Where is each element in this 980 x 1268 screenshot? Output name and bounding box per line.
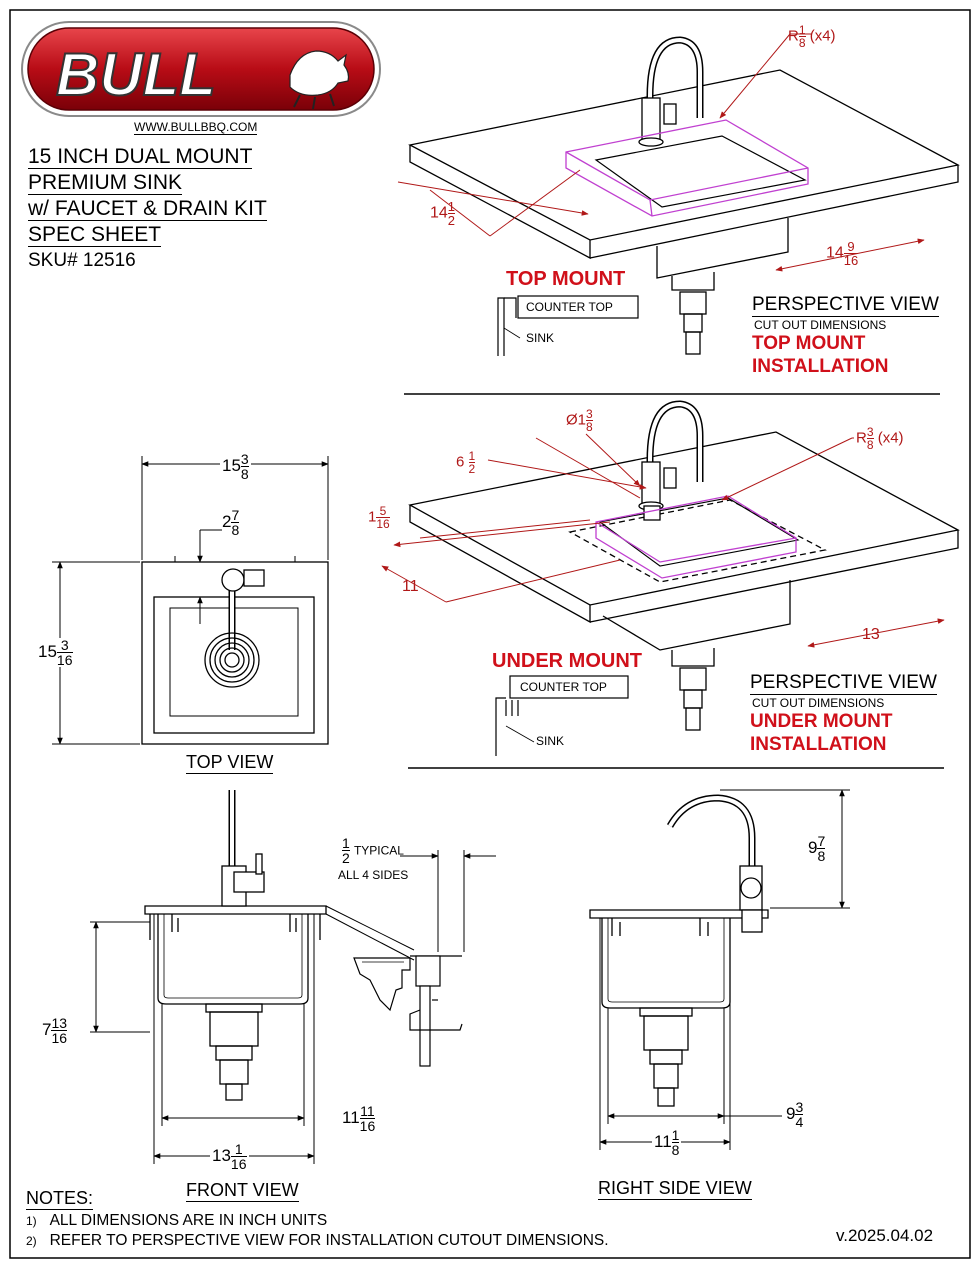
title-line-2: PREMIUM SINK bbox=[28, 171, 183, 195]
notes-heading: NOTES: bbox=[26, 1188, 94, 1210]
under-mount-detail bbox=[495, 675, 629, 756]
front-view-drawing bbox=[144, 790, 327, 1101]
bull-logo: BULL bbox=[21, 21, 381, 117]
top-mount-install-1: TOP MOUNT bbox=[752, 333, 866, 354]
title-line-3: w/ FAUCET & DRAIN KIT bbox=[28, 197, 267, 221]
under-mount-view-sub: CUT OUT DIMENSIONS bbox=[752, 696, 885, 710]
right-view-label: RIGHT SIDE VIEW bbox=[598, 1178, 752, 1200]
right-side-view-dimension-lines bbox=[599, 789, 850, 1150]
front-view-label: FRONT VIEW bbox=[186, 1180, 299, 1202]
under-mount-install-2: INSTALLATION bbox=[750, 734, 887, 755]
top-mount-install-2: INSTALLATION bbox=[752, 356, 889, 377]
page-border bbox=[9, 9, 971, 1259]
under-mount-sink-label: SINK bbox=[536, 734, 565, 748]
under-mount-depth-dim: 11 bbox=[402, 578, 419, 595]
under-mount-view-title: PERSPECTIVE VIEW bbox=[750, 672, 937, 695]
under-mount-install-1: UNDER MOUNT bbox=[750, 711, 893, 732]
top-mount-detail bbox=[497, 295, 639, 356]
version-label: v.2025.04.02 bbox=[836, 1226, 934, 1245]
note-item-1: 1) ALL DIMENSIONS ARE IN INCH UNITS bbox=[26, 1212, 328, 1229]
front-view-dimension-lines bbox=[90, 850, 496, 1164]
top-view-label: TOP VIEW bbox=[186, 752, 274, 774]
under-mount-dimension-lines bbox=[381, 433, 945, 648]
under-mount-heading: UNDER MOUNT bbox=[492, 650, 642, 672]
under-mount-perspective-drawing bbox=[408, 400, 960, 731]
note-item-2: 2) REFER TO PERSPECTIVE VIEW FOR INSTALL… bbox=[26, 1232, 609, 1249]
website-url[interactable]: WWW.BULLBBQ.COM bbox=[134, 120, 258, 135]
typical-note-line-2: ALL 4 SIDES bbox=[338, 868, 409, 882]
top-mount-counter-label: COUNTER TOP bbox=[526, 300, 613, 314]
top-mount-view-sub: CUT OUT DIMENSIONS bbox=[754, 318, 887, 332]
top-mount-dimension-lines bbox=[397, 33, 925, 272]
top-view-drawing bbox=[141, 561, 329, 745]
top-mount-heading: TOP MOUNT bbox=[506, 268, 626, 290]
bull-emblem-icon bbox=[289, 50, 350, 110]
sku: SKU# 12516 bbox=[28, 250, 136, 271]
top-mount-sink-label: SINK bbox=[526, 331, 555, 345]
right-side-view-drawing bbox=[589, 794, 769, 1107]
title-line-4: SPEC SHEET bbox=[28, 223, 162, 247]
logo-text: BULL bbox=[56, 41, 216, 108]
title-line-1: 15 INCH DUAL MOUNT bbox=[28, 145, 253, 169]
under-mount-counter-label: COUNTER TOP bbox=[520, 680, 607, 694]
clip-detail-drawing bbox=[353, 955, 463, 1067]
top-mount-view-title: PERSPECTIVE VIEW bbox=[752, 294, 939, 317]
top-mount-perspective-drawing bbox=[408, 36, 960, 355]
top-mount-cutout-outline bbox=[565, 119, 809, 217]
under-mount-width-dim: 13 bbox=[862, 626, 880, 643]
top-view-dimension-lines bbox=[52, 456, 329, 745]
